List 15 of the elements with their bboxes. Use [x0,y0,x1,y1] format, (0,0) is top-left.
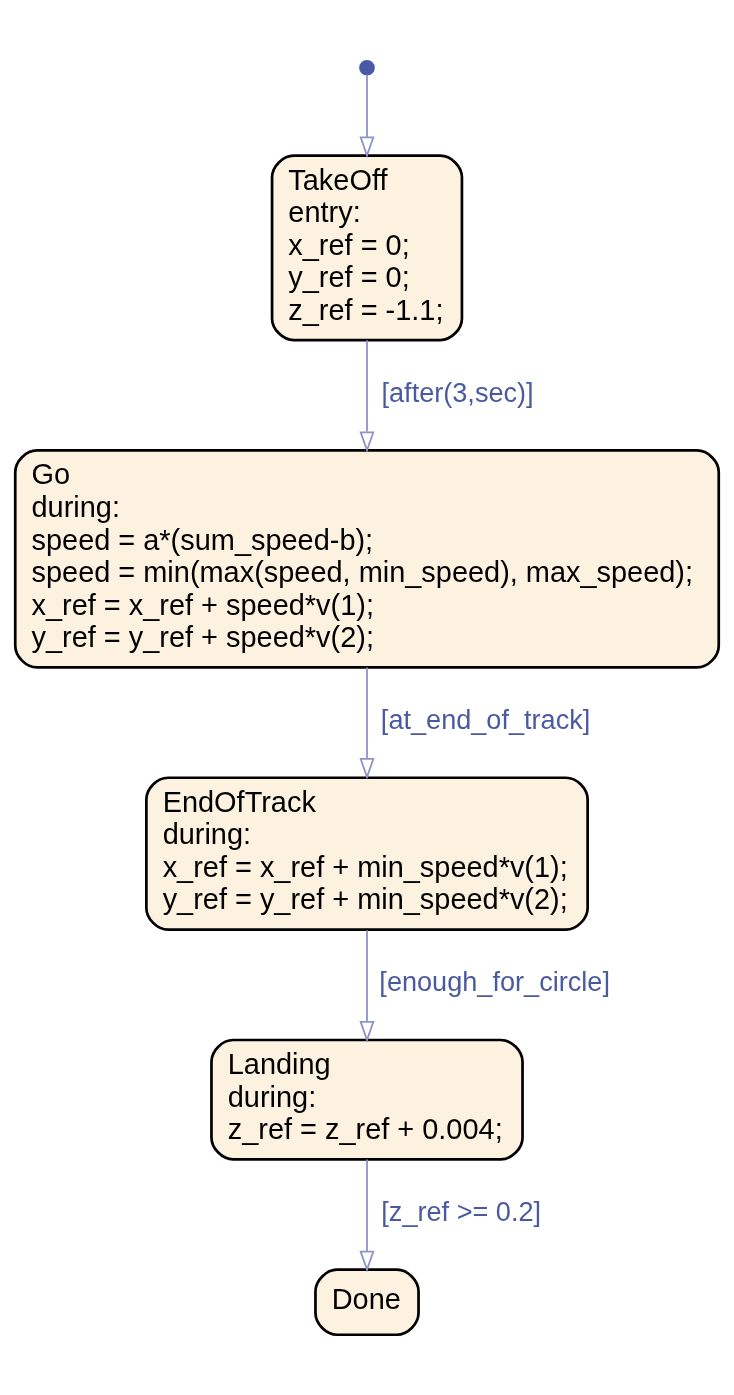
arrow [359,666,375,780]
edge-label: [z_ref >= 0.2] [381,1195,542,1227]
arrow [359,73,375,158]
node-box: Landing during: z_ref = z_ref + 0.004; [210,1038,524,1161]
node-circle [359,59,375,76]
node-box: Go during: speed = a*(sum_speed-b); speed = min(max(speed, min_speed), max_speed); x_ref = x_ref + speed*v(1); y_ref = y_ref + speed*v(2); [13,448,721,669]
edge-label: [enough_for_circle] [379,965,610,997]
edge-label: [after(3,sec)] [381,376,534,408]
arrow [359,928,375,1043]
arrow [359,1158,375,1272]
node-box: TakeOff entry: x_ref = 0; y_ref = 0; z_ref = -1.1; [270,153,464,341]
arrow [359,338,375,453]
node-box: EndOfTrack during: x_ref = x_ref + min_speed*v(1); y_ref = y_ref + min_speed*v(2); [145,775,589,931]
edge-label: [at_end_of_track] [380,703,591,735]
node-box: Done [314,1267,420,1336]
